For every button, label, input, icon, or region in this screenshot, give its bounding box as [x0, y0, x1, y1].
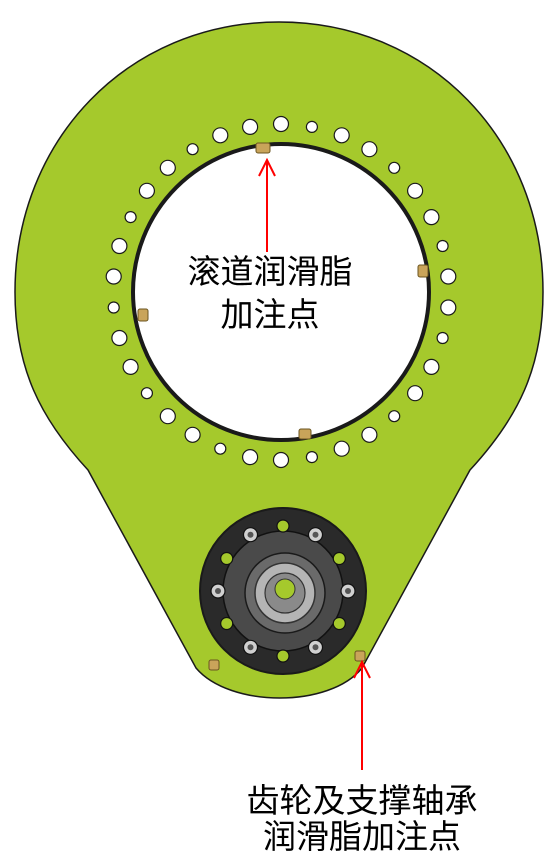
bolt-hole: [124, 211, 137, 224]
gear-label-line1: 齿轮及支撑轴承: [247, 781, 478, 820]
bolt-hole: [333, 440, 350, 457]
flange-nut: [307, 639, 324, 655]
bolt-hole: [184, 426, 201, 443]
bolt-hole: [111, 237, 128, 255]
flange-hole: [276, 649, 290, 663]
bolt-hole: [361, 426, 378, 443]
flange-nut: [242, 639, 259, 655]
bolt-hole: [407, 182, 424, 199]
flange-hole: [276, 519, 290, 533]
bolt-hole: [305, 120, 318, 134]
bolt-hole: [436, 331, 449, 345]
bolt-hole: [407, 385, 424, 402]
bolt-hole: [105, 268, 122, 285]
raceway-arrow: [258, 157, 276, 252]
bolt-hole: [361, 141, 378, 158]
bolt-hole: [140, 387, 153, 400]
gear-label-line2: 润滑脂加注点: [263, 817, 461, 855]
bolt-hole: [272, 451, 290, 469]
bolt-hole: [440, 268, 457, 285]
bolt-hole: [436, 239, 449, 253]
bolt-hole: [159, 408, 176, 425]
bolt-hole: [122, 358, 139, 375]
flange-hole: [332, 551, 346, 566]
bolt-hole: [111, 329, 128, 347]
bolt-hole: [242, 449, 259, 466]
bearing-raceway-opening: [131, 142, 431, 442]
bolt-hole: [305, 451, 318, 464]
bolt-hole: [423, 209, 440, 226]
flange-nut: [210, 583, 226, 599]
bolt-hole: [212, 127, 229, 144]
gear-grease-fitting-right: [354, 650, 366, 662]
gear-motor-assembly: [199, 507, 367, 675]
bolt-hole: [138, 182, 155, 199]
flange-hole: [220, 616, 234, 631]
bolt-hole: [388, 410, 401, 423]
bolt-hole: [440, 299, 457, 316]
raceway-label-line1: 滚道润滑脂: [188, 252, 353, 291]
flange-nut: [242, 527, 259, 543]
flange-hole: [332, 616, 346, 631]
raceway-label-line2: 加注点: [221, 295, 320, 334]
bolt-hole: [186, 143, 199, 156]
bolt-hole: [242, 118, 259, 136]
raceway-grease-fitting-left: [137, 308, 149, 322]
flange-nut: [307, 527, 324, 543]
flange-hole: [220, 551, 234, 566]
raceway-grease-fitting-top: [255, 142, 271, 154]
motor-flange-bolts: [210, 519, 356, 663]
bolt-hole: [333, 127, 350, 144]
bolt-hole: [388, 161, 401, 174]
bolt-hole: [272, 115, 290, 133]
raceway-grease-fitting-bottom: [298, 428, 312, 440]
bolt-hole: [107, 301, 120, 314]
bolt-hole-ring: [105, 115, 457, 469]
flange-nut: [340, 583, 356, 599]
gear-arrow: [353, 659, 371, 770]
bolt-hole: [159, 159, 176, 176]
gear-grease-fitting-left: [208, 659, 220, 671]
raceway-grease-fitting-right: [417, 264, 429, 278]
bolt-hole: [423, 358, 440, 375]
bolt-hole: [214, 442, 227, 455]
shaft-center: [274, 578, 296, 600]
